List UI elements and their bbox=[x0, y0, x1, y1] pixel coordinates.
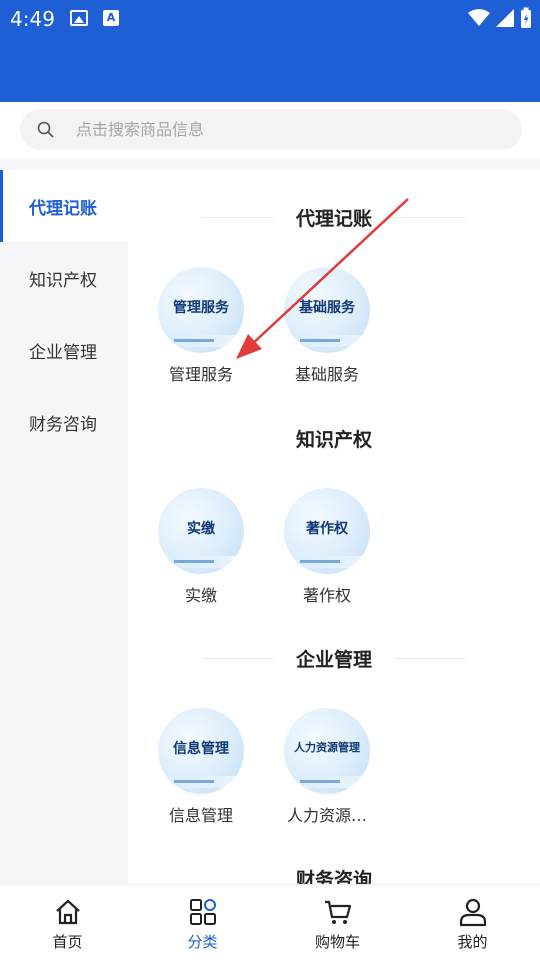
thumbnail-text: 人力资源管理 bbox=[294, 741, 360, 754]
section-divider bbox=[394, 217, 466, 218]
category-card-label: 人力资源… bbox=[286, 806, 367, 825]
section-title: 企业管理 bbox=[295, 649, 372, 671]
section-divider bbox=[394, 658, 466, 659]
thumbnail-text: 基础服务 bbox=[299, 300, 355, 316]
home-icon bbox=[55, 899, 80, 925]
thumbnail-strip bbox=[158, 335, 244, 347]
bottom-nav: 首页 分类 购物车 我的 bbox=[0, 884, 540, 960]
sidebar-item-agency-accounting[interactable]: 代理记账 bbox=[0, 170, 128, 242]
a-notification-icon: A bbox=[103, 10, 119, 26]
category-thumbnail: 基础服务 bbox=[284, 267, 370, 353]
status-bar: 4:49 A bbox=[0, 0, 540, 38]
thumbnail-strip bbox=[284, 776, 370, 788]
thumbnail-strip bbox=[284, 335, 370, 347]
category-card[interactable]: 基础服务 基础服务 bbox=[272, 267, 382, 385]
section-divider bbox=[202, 658, 274, 659]
nav-cart[interactable]: 购物车 bbox=[270, 885, 405, 960]
search-icon bbox=[37, 121, 54, 138]
app-header: 4:49 A bbox=[0, 0, 540, 102]
category-card-label: 管理服务 bbox=[168, 365, 233, 384]
category-card-label: 信息管理 bbox=[168, 806, 233, 825]
section-title: 财务咨询 bbox=[295, 869, 372, 884]
thumbnail-text: 著作权 bbox=[306, 521, 348, 537]
nav-cart-label: 购物车 bbox=[314, 933, 360, 951]
category-thumbnail: 著作权 bbox=[284, 488, 370, 574]
sidebar-item-financial-consulting[interactable]: 财务咨询 bbox=[0, 386, 128, 458]
category-card[interactable]: 人力资源管理 人力资源… bbox=[272, 708, 382, 826]
search-bar[interactable] bbox=[20, 109, 522, 150]
nav-category[interactable]: 分类 bbox=[135, 885, 270, 960]
category-card[interactable]: 著作权 著作权 bbox=[272, 488, 382, 606]
nav-mine[interactable]: 我的 bbox=[405, 885, 540, 960]
category-sidebar: 代理记账 知识产权 企业管理 财务咨询 bbox=[0, 170, 128, 884]
nav-mine-label: 我的 bbox=[457, 933, 488, 951]
category-thumbnail: 实缴 bbox=[158, 488, 244, 574]
thumbnail-strip bbox=[158, 556, 244, 568]
nav-home[interactable]: 首页 bbox=[0, 885, 135, 960]
sidebar-item-label: 企业管理 bbox=[29, 342, 97, 363]
section-title: 代理记账 bbox=[295, 208, 372, 230]
category-card[interactable]: 信息管理 信息管理 bbox=[146, 708, 256, 826]
thumbnail-text: 实缴 bbox=[187, 521, 215, 537]
sidebar-item-intellectual-property[interactable]: 知识产权 bbox=[0, 242, 128, 314]
category-card-label: 基础服务 bbox=[294, 365, 359, 384]
category-card[interactable]: 实缴 实缴 bbox=[146, 488, 256, 606]
thumbnail-text: 信息管理 bbox=[173, 741, 229, 757]
nav-home-label: 首页 bbox=[52, 933, 83, 951]
category-card-label: 著作权 bbox=[302, 586, 351, 605]
category-card[interactable]: 管理服务 管理服务 bbox=[146, 267, 256, 385]
status-time: 4:49 bbox=[10, 7, 55, 31]
thumbnail-text: 管理服务 bbox=[173, 300, 229, 316]
category-card-label: 实缴 bbox=[184, 586, 217, 605]
sidebar-item-label: 财务咨询 bbox=[29, 414, 97, 435]
category-icon bbox=[189, 899, 216, 925]
cart-icon bbox=[324, 900, 351, 924]
signal-icon bbox=[496, 9, 514, 27]
image-notification-icon bbox=[70, 10, 88, 26]
section-title: 知识产权 bbox=[295, 429, 372, 451]
category-thumbnail: 管理服务 bbox=[158, 267, 244, 353]
user-icon bbox=[459, 898, 486, 927]
section-divider bbox=[202, 217, 274, 218]
thumbnail-strip bbox=[284, 556, 370, 568]
search-input[interactable] bbox=[76, 109, 496, 150]
wifi-icon bbox=[468, 9, 490, 26]
thumbnail-strip bbox=[158, 776, 244, 788]
category-thumbnail: 信息管理 bbox=[158, 708, 244, 794]
sidebar-item-label: 代理记账 bbox=[29, 198, 97, 219]
nav-category-label: 分类 bbox=[187, 933, 218, 951]
divider bbox=[0, 158, 540, 170]
battery-icon bbox=[521, 7, 531, 28]
search-area bbox=[0, 102, 540, 158]
category-content: 代理记账 管理服务 管理服务 基础服务 基础服务 知识产权 实缴 实缴 bbox=[128, 170, 540, 884]
sidebar-item-enterprise-management[interactable]: 企业管理 bbox=[0, 314, 128, 386]
sidebar-item-label: 知识产权 bbox=[29, 270, 97, 291]
category-thumbnail: 人力资源管理 bbox=[284, 708, 370, 794]
